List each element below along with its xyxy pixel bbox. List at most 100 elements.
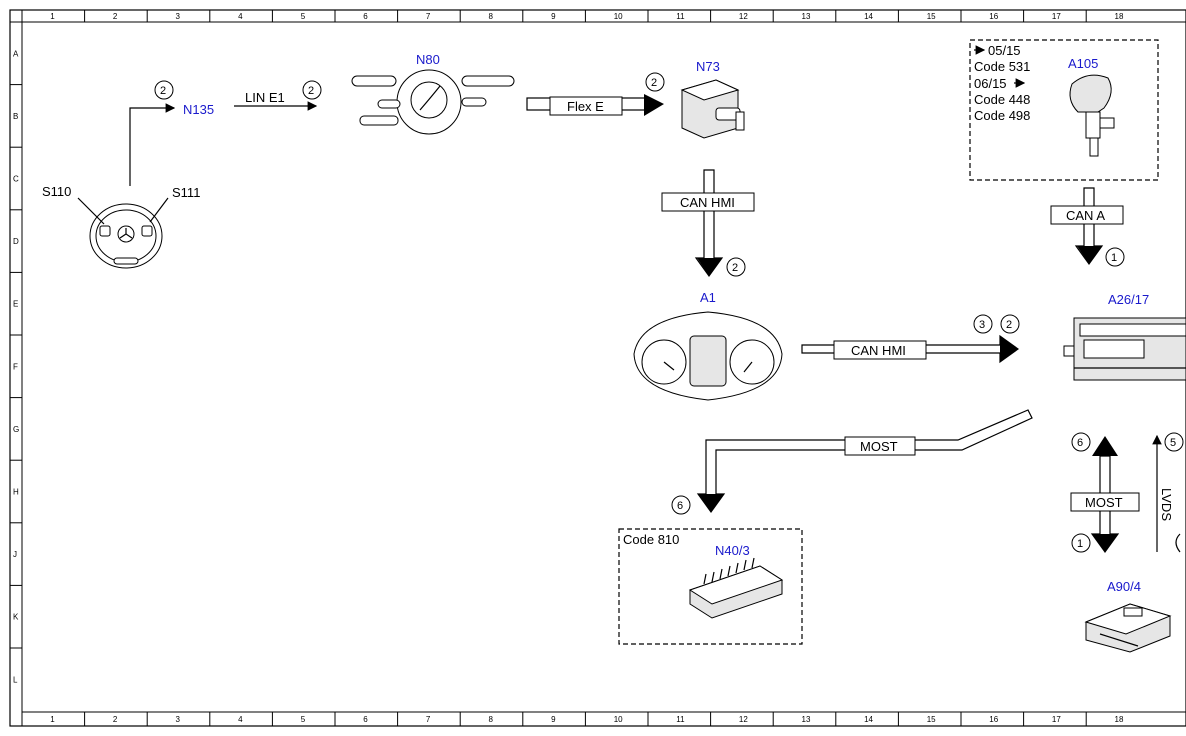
grid-column-label: 1 [50, 12, 55, 21]
ref-n135: 2 [160, 85, 166, 97]
a90-4-label: A90/4 [1107, 579, 1141, 594]
most-2-label: MOST [1085, 495, 1123, 510]
can-a-arrowhead [1077, 246, 1102, 264]
grid-column-label: 18 [1115, 715, 1124, 724]
grid-row-label: J [13, 550, 17, 559]
instrument-cluster-icon [633, 311, 783, 401]
grid-column-label: 15 [927, 715, 936, 724]
most-2-box [1070, 492, 1140, 512]
grid-column-label: 1 [50, 715, 55, 724]
grid-row-label: G [13, 425, 19, 434]
lvds-label: LVDS [1159, 488, 1174, 521]
a105-code-2: Code 531 [974, 59, 1030, 74]
grid-column-label: 12 [739, 12, 748, 21]
s110-leader [77, 197, 105, 225]
grid-column-label: 8 [489, 715, 494, 724]
ref-a105-out: 1 [1111, 252, 1117, 264]
lin-e1-label: LIN E1 [245, 90, 285, 105]
grid-column-label: 17 [1052, 715, 1061, 724]
grid-column-label: 5 [301, 715, 306, 724]
grid-column-label: 11 [676, 12, 685, 21]
grid-column-label: 4 [238, 12, 243, 21]
n80-label: N80 [416, 52, 440, 67]
can-hmi-2-arrowhead [1000, 336, 1018, 362]
grid-column-label: 12 [739, 715, 748, 724]
grid-row-label: F [13, 362, 18, 371]
flex-e-label-box [549, 96, 623, 116]
can-hmi-2-label: CAN HMI [851, 343, 906, 358]
grid-column-label: 18 [1115, 12, 1124, 21]
grid-column-label: 2 [113, 12, 118, 21]
grid-ticks [10, 10, 1087, 726]
grid-column-label: 13 [802, 12, 811, 21]
s111-label: S111 [172, 185, 200, 200]
grid-labels: 1122334455667788991010111112121313141415… [13, 12, 1124, 724]
ref-circle-can-hmi-3 [973, 314, 993, 334]
a105-code-3: 06/15 [974, 76, 1007, 91]
ref-most-dn: 1 [1077, 538, 1083, 550]
ref-most-down: 6 [677, 500, 683, 512]
grid-column-label: 10 [614, 715, 623, 724]
n40-3-code: Code 810 [623, 532, 679, 547]
most-1-box [844, 436, 916, 456]
flex-e-label: Flex E [567, 99, 604, 114]
ref-circle-can-hmi-2 [1000, 314, 1020, 334]
grid-column-label: 14 [864, 715, 873, 724]
grid-column-label: 9 [551, 12, 556, 21]
ref-lin: 2 [308, 85, 314, 97]
can-a-box [1050, 205, 1124, 225]
n73-label: N73 [696, 59, 720, 74]
n40-3-label: N40/3 [715, 543, 750, 558]
grid-column-label: 15 [927, 12, 936, 21]
most-2-arrowhead-down [1092, 534, 1118, 552]
grid-column-label: 3 [176, 12, 181, 21]
grid-column-label: 5 [301, 12, 306, 21]
grid-column-label: 9 [551, 715, 556, 724]
steering-column-module-icon [351, 69, 515, 135]
most-1-arrowhead [698, 494, 724, 512]
grid-column-label: 16 [989, 12, 998, 21]
a105-code-1: 05/15 [988, 43, 1021, 58]
grid-column-label: 3 [176, 715, 181, 724]
can-a-label: CAN A [1066, 208, 1105, 223]
steering-wheel-icon [89, 203, 163, 269]
grid-column-label: 6 [363, 715, 368, 724]
grid-column-label: 7 [426, 715, 431, 724]
ignition-switch-icon [680, 79, 745, 139]
a105-code-5: Code 498 [974, 108, 1030, 123]
grid-column-label: 11 [676, 715, 685, 724]
grid-column-label: 2 [113, 715, 118, 724]
amplifier-icon [688, 557, 784, 619]
a105-label: A105 [1068, 56, 1098, 71]
grid-column-label: 7 [426, 12, 431, 21]
grid-column-label: 4 [238, 715, 243, 724]
grid-row-label: B [13, 112, 18, 121]
ref-circle-most-up [1071, 432, 1091, 452]
grid-row-label: K [13, 613, 19, 622]
n135-label: N135 [183, 102, 214, 117]
grid-column-label: 10 [614, 12, 623, 21]
head-unit-icon [1063, 317, 1186, 381]
frame-inner [21, 21, 1186, 713]
most-1-bus [696, 409, 1033, 514]
ref-circle-most-dn [1071, 533, 1091, 553]
grid-column-label: 16 [989, 715, 998, 724]
ref-circle-a105-out [1105, 247, 1125, 267]
ref-circle-lvds [1164, 432, 1184, 452]
ref-lvds: 5 [1170, 437, 1176, 449]
can-hmi-1-label: CAN HMI [680, 195, 735, 210]
ref-circle-lin [302, 80, 322, 100]
a1-label: A1 [700, 290, 716, 305]
grid-row-label: A [13, 49, 19, 58]
can-hmi-vertical-arrowhead [697, 258, 722, 276]
grid-column-label: 13 [802, 715, 811, 724]
a105-code-4: Code 448 [974, 92, 1030, 107]
lvds-partial-circle [1175, 533, 1181, 553]
grid-row-label: H [13, 488, 19, 497]
can-hmi-1-box [661, 192, 755, 212]
s110-label: S110 [42, 184, 71, 199]
gear-selector-icon [1069, 74, 1115, 157]
grid-row-label: C [13, 175, 19, 184]
grid-column-label: 17 [1052, 12, 1061, 21]
